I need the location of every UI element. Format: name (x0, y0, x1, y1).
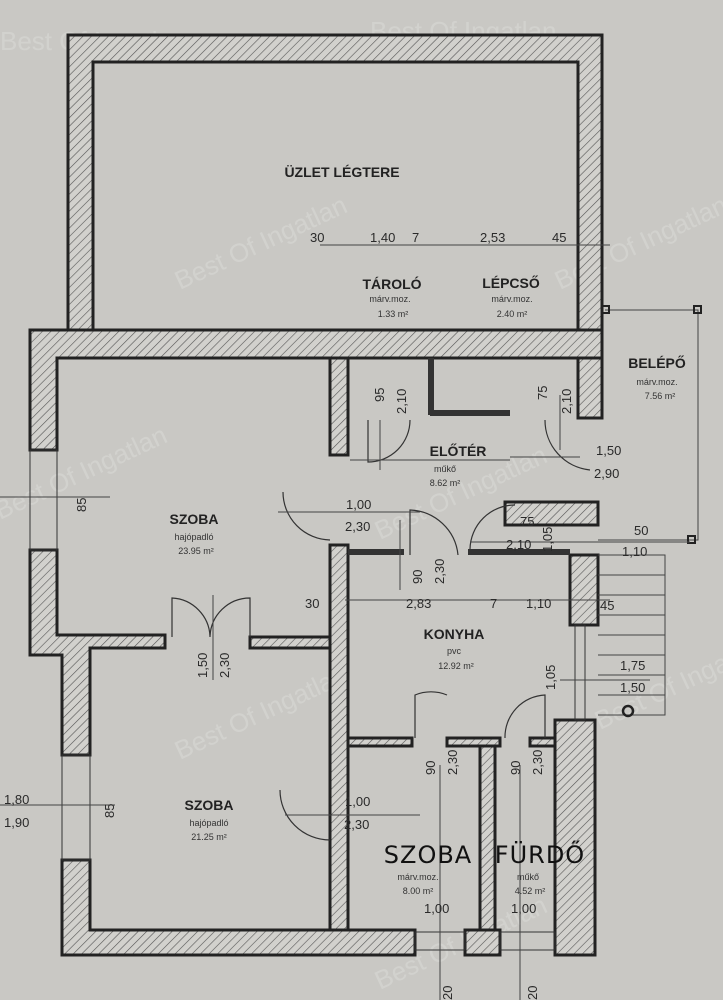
svg-text:SZOBA: SZOBA (170, 511, 219, 527)
svg-text:ELŐTÉR: ELŐTÉR (430, 442, 487, 459)
svg-text:1,10: 1,10 (526, 596, 551, 611)
walls (28, 33, 604, 957)
svg-text:95: 95 (372, 388, 387, 402)
svg-text:90: 90 (508, 761, 523, 775)
svg-text:hajópadló: hajópadló (174, 532, 213, 542)
svg-text:FÜRDŐ: FÜRDŐ (495, 839, 585, 869)
svg-text:7: 7 (490, 596, 497, 611)
room-lepcso: LÉPCSŐ márv.moz. 2.40 m² (482, 274, 540, 319)
svg-text:1,50: 1,50 (620, 680, 645, 695)
stairs (598, 554, 666, 718)
dimension-lines (0, 244, 690, 1000)
svg-text:2,90: 2,90 (594, 466, 619, 481)
svg-text:12.92 m²: 12.92 m² (438, 661, 474, 671)
room-eloter: ELŐTÉR műkő 8.62 m² (430, 442, 487, 488)
room-furdo: FÜRDŐ műkő 4.52 m² (495, 839, 585, 896)
room-szoba-1: SZOBA hajópadló 23.95 m² (170, 511, 219, 556)
svg-text:4.52 m²: 4.52 m² (515, 886, 546, 896)
svg-text:TÁROLÓ: TÁROLÓ (362, 275, 421, 292)
svg-text:85: 85 (102, 804, 117, 818)
svg-text:1,10: 1,10 (622, 544, 647, 559)
svg-text:márv.moz.: márv.moz. (636, 377, 677, 387)
svg-text:2,30: 2,30 (530, 750, 545, 775)
svg-text:2,30: 2,30 (432, 559, 447, 584)
svg-text:2,30: 2,30 (344, 817, 369, 832)
svg-text:90: 90 (410, 570, 425, 584)
svg-text:2,83: 2,83 (406, 596, 431, 611)
svg-text:85: 85 (74, 498, 89, 512)
svg-text:1,05: 1,05 (540, 527, 555, 552)
svg-text:1,00: 1,00 (511, 901, 536, 916)
svg-text:BELÉPŐ: BELÉPŐ (628, 354, 686, 371)
svg-text:1,75: 1,75 (620, 658, 645, 673)
dimension-labels: 30 1,40 7 2,53 45 95 2,10 75 2,10 1,50 2… (4, 230, 648, 1000)
room-tarolo: TÁROLÓ márv.moz. 1.33 m² (362, 275, 421, 319)
svg-text:20: 20 (440, 986, 455, 1000)
svg-text:2,53: 2,53 (480, 230, 505, 245)
svg-text:márv.moz.: márv.moz. (491, 294, 532, 304)
svg-text:2,10: 2,10 (394, 389, 409, 414)
svg-text:1,50: 1,50 (596, 443, 621, 458)
svg-text:23.95 m²: 23.95 m² (178, 546, 214, 556)
svg-text:8.00 m²: 8.00 m² (403, 886, 434, 896)
svg-text:1,00: 1,00 (346, 497, 371, 512)
svg-text:Best Of Ingatlan: Best Of Ingatlan (550, 189, 723, 295)
svg-text:1,00: 1,00 (424, 901, 449, 916)
entrance-canopy (598, 305, 702, 544)
svg-text:2,30: 2,30 (445, 750, 460, 775)
svg-text:21.25 m²: 21.25 m² (191, 832, 227, 842)
svg-text:2,30: 2,30 (345, 519, 370, 534)
svg-text:hajópadló: hajópadló (189, 818, 228, 828)
svg-text:1,00: 1,00 (345, 794, 370, 809)
svg-text:műkő: műkő (434, 464, 456, 474)
room-szoba-3: SZOBA márv.moz. 8.00 m² (384, 841, 472, 896)
svg-text:75: 75 (520, 514, 534, 529)
svg-text:márv.moz.: márv.moz. (369, 294, 410, 304)
svg-text:SZOBA: SZOBA (384, 841, 472, 869)
room-szoba-2: SZOBA hajópadló 21.25 m² (185, 797, 234, 842)
svg-text:műkő: műkő (517, 872, 539, 882)
room-uzlet: ÜZLET LÉGTERE (284, 164, 399, 180)
room-belepo: BELÉPŐ márv.moz. 7.56 m² (628, 354, 686, 401)
svg-text:2,10: 2,10 (559, 389, 574, 414)
svg-text:2,30: 2,30 (217, 653, 232, 678)
svg-text:90: 90 (423, 761, 438, 775)
svg-text:LÉPCSŐ: LÉPCSŐ (482, 274, 540, 291)
svg-text:45: 45 (552, 230, 566, 245)
svg-text:2,10: 2,10 (506, 537, 531, 552)
svg-text:1.33 m²: 1.33 m² (378, 309, 409, 319)
svg-text:1,80: 1,80 (4, 792, 29, 807)
svg-text:2.40 m²: 2.40 m² (497, 309, 528, 319)
svg-text:pvc: pvc (447, 646, 462, 656)
svg-text:Best Of Ingatlan: Best Of Ingatlan (590, 629, 723, 735)
svg-text:1,50: 1,50 (195, 653, 210, 678)
svg-text:ÜZLET LÉGTERE: ÜZLET LÉGTERE (284, 164, 399, 180)
svg-text:7: 7 (412, 230, 419, 245)
svg-text:8.62 m²: 8.62 m² (430, 478, 461, 488)
svg-text:75: 75 (535, 386, 550, 400)
svg-text:30: 30 (305, 596, 319, 611)
svg-text:1,05: 1,05 (543, 665, 558, 690)
svg-text:1,90: 1,90 (4, 815, 29, 830)
svg-text:1,40: 1,40 (370, 230, 395, 245)
svg-text:50: 50 (634, 523, 648, 538)
svg-text:45: 45 (600, 598, 614, 613)
doors (171, 419, 591, 841)
svg-text:KONYHA: KONYHA (424, 626, 485, 642)
svg-text:márv.moz.: márv.moz. (397, 872, 438, 882)
room-konyha: KONYHA pvc 12.92 m² (424, 626, 485, 671)
svg-text:SZOBA: SZOBA (185, 797, 234, 813)
svg-text:30: 30 (310, 230, 324, 245)
svg-text:7.56 m²: 7.56 m² (645, 391, 676, 401)
svg-text:20: 20 (525, 986, 540, 1000)
